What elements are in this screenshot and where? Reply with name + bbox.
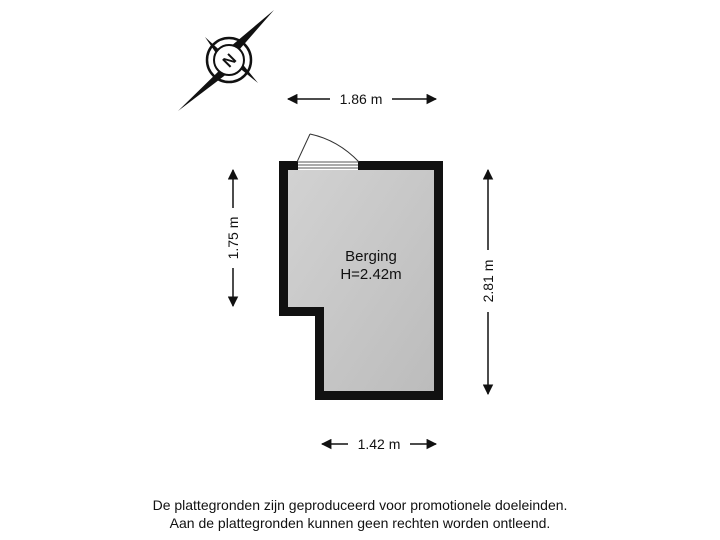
disclaimer-line-1: De plattegronden zijn geproduceerd voor …	[152, 497, 568, 513]
room-height: H=2.42m	[340, 266, 401, 283]
dimension-left-label: 1.75 m	[225, 217, 241, 260]
dimension-right: 2.81 m	[480, 168, 496, 396]
compass-rose-icon: N	[178, 10, 274, 111]
room-name: Berging	[345, 248, 397, 265]
dimension-bottom: 1.42 m	[320, 436, 438, 452]
dimension-left: 1.75 m	[225, 168, 241, 308]
dimension-top: 1.86 m	[286, 91, 438, 107]
compass-inner-ring	[213, 44, 245, 76]
door-leaf	[296, 133, 311, 163]
dimension-bottom-label: 1.42 m	[358, 436, 401, 452]
compass-needle-south	[178, 64, 232, 111]
door-jamb-left	[294, 161, 298, 170]
disclaimer-line-2: Aan de plattegronden kunnen geen rechten…	[169, 515, 551, 531]
dimension-right-label: 2.81 m	[480, 260, 496, 303]
door	[294, 133, 362, 170]
door-jamb-right	[358, 161, 362, 170]
door-swing-arc	[309, 133, 360, 163]
room-floor	[288, 170, 434, 391]
compass-outer-ring	[205, 36, 253, 84]
dimension-top-label: 1.86 m	[340, 91, 383, 107]
